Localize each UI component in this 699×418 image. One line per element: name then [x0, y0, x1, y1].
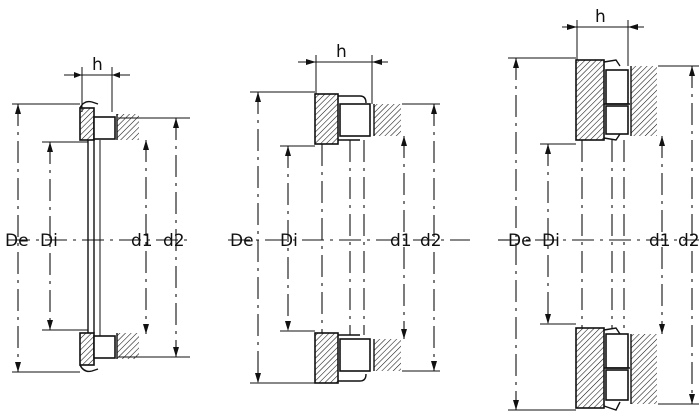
- bearing-3-De-label: De: [508, 231, 532, 251]
- bearing-3-Di-label: Di: [542, 231, 560, 251]
- bearing-3-De-dimension: De: [508, 58, 532, 410]
- bearing-3-bottom-section: [575, 327, 657, 411]
- bearing-3-d1-dimension: d1: [649, 136, 671, 334]
- bearing-3-h-dimension: h: [562, 7, 644, 66]
- bearing-3-d2-label: d2: [678, 231, 699, 251]
- bearing-2-De-dimension: De: [230, 92, 261, 383]
- bearing-2-d1-dimension: d1: [390, 136, 412, 339]
- bearing-2-h-label: h: [336, 42, 347, 62]
- bearing-1: h: [5, 55, 190, 373]
- bearing-3-d2-dimension: d2: [678, 66, 699, 404]
- bearing-2-bottom-section: [314, 332, 401, 384]
- bearing-1-d1-dimension: d1: [131, 140, 153, 334]
- bearing-2-d2-dimension: d2: [420, 104, 442, 371]
- bearing-1-d1-label: d1: [131, 231, 153, 251]
- bearing-2-top-section: [314, 93, 401, 145]
- bearing-3: h: [498, 7, 699, 411]
- bearing-1-bottom-section: [79, 332, 139, 373]
- bearing-3-d1-label: d1: [649, 231, 671, 251]
- bearing-3-h-label: h: [595, 7, 606, 27]
- bearing-2-Di-label: Di: [280, 231, 298, 251]
- bearing-2-h-dimension: h: [298, 42, 388, 104]
- bearing-1-Di-dimension: Di: [40, 142, 58, 330]
- bearing-3-top-section: [575, 59, 657, 141]
- bearing-1-d2-label: d2: [163, 231, 185, 251]
- bearing-2-d1-label: d1: [390, 231, 412, 251]
- bearing-1-De-dimension: De: [5, 104, 29, 372]
- bearing-1-Di-label: Di: [40, 231, 58, 251]
- bearing-2-d2-label: d2: [420, 231, 442, 251]
- bearing-1-top-section: [79, 100, 139, 141]
- bearing-2-Di-dimension: Di: [280, 146, 298, 331]
- bearing-1-d2-dimension: d2: [163, 118, 185, 357]
- bearing-2: h De: [228, 42, 470, 384]
- bearing-1-De-label: De: [5, 231, 29, 251]
- bearing-2-De-label: De: [230, 231, 254, 251]
- bearing-1-h-label: h: [92, 55, 103, 75]
- bearing-3-Di-dimension: Di: [542, 144, 560, 324]
